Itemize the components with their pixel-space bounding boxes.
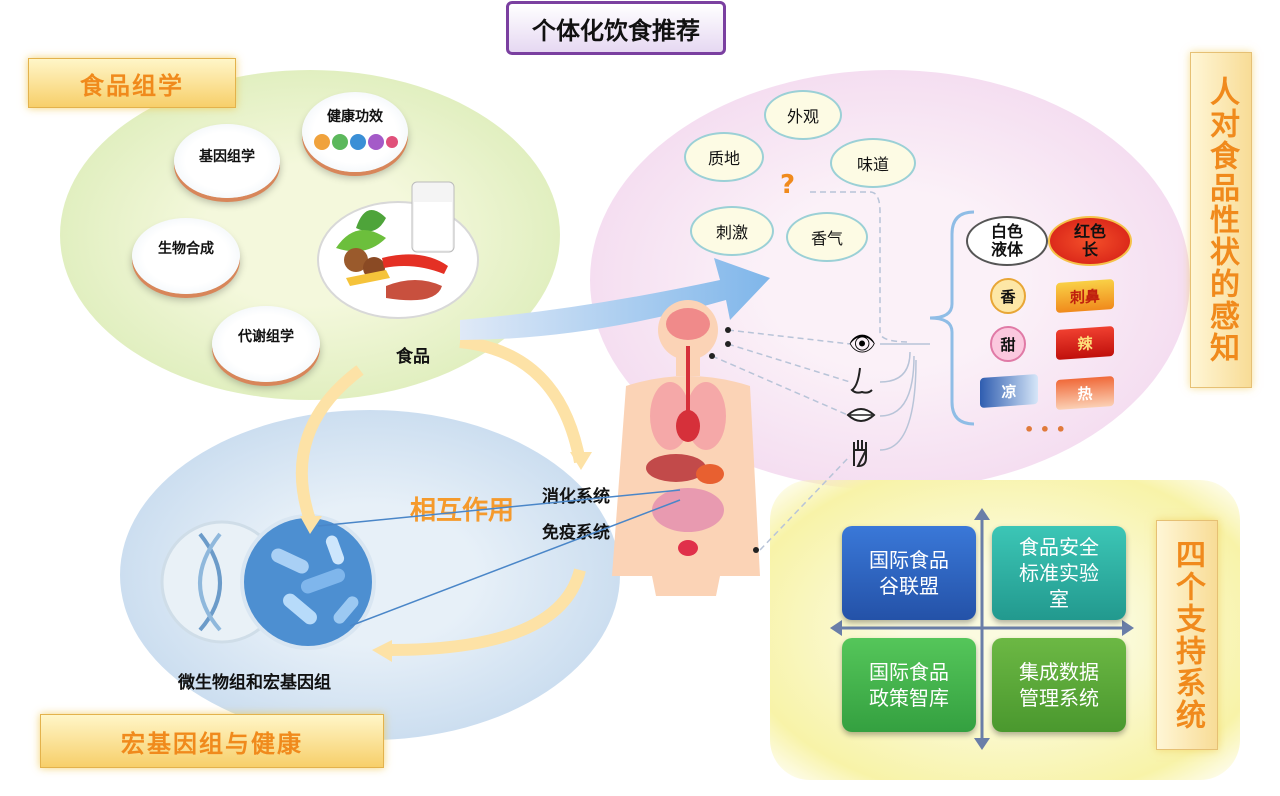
- cloud-stimulus-text: 刺激: [716, 219, 748, 243]
- mouth-icon: [846, 404, 876, 426]
- cloud-taste: 味道: [830, 138, 916, 188]
- trait-fragrant: 香: [990, 278, 1026, 314]
- trait-red-long: 红色 长: [1048, 216, 1132, 266]
- question-mark: ?: [780, 170, 795, 200]
- trait-cool-text: 凉: [1001, 380, 1016, 402]
- cloud-appearance-text: 外观: [787, 103, 819, 127]
- trait-red-long-text: 红色 长: [1074, 223, 1106, 259]
- trait-spicy-text: 辣: [1077, 332, 1092, 354]
- cloud-aroma-text: 香气: [811, 225, 843, 249]
- trait-more: • • •: [1024, 420, 1066, 439]
- trait-cool: 凉: [980, 374, 1038, 408]
- hand-icon: [848, 438, 876, 468]
- cloud-texture-text: 质地: [708, 145, 740, 169]
- trait-hot-text: 热: [1077, 382, 1092, 404]
- cloud-texture: 质地: [684, 132, 764, 182]
- trait-spicy: 辣: [1056, 326, 1114, 360]
- eye-icon: 👁: [848, 332, 876, 357]
- trait-white-liquid: 白色 液体: [966, 216, 1048, 266]
- cloud-stimulus: 刺激: [690, 206, 774, 256]
- trait-fragrant-text: 香: [1000, 286, 1015, 307]
- cloud-appearance: 外观: [764, 90, 842, 140]
- quad-safety-lab: 食品安全 标准实验 室: [992, 526, 1126, 620]
- quad-policy-thinktank-text: 国际食品 政策智库: [869, 659, 949, 711]
- trait-sweet-text: 甜: [1000, 334, 1015, 355]
- quad-data-system: 集成数据 管理系统: [992, 638, 1126, 732]
- cloud-aroma: 香气: [786, 212, 868, 262]
- quad-policy-thinktank: 国际食品 政策智库: [842, 638, 976, 732]
- quad-food-alliance: 国际食品 谷联盟: [842, 526, 976, 620]
- trait-white-liquid-text: 白色 液体: [991, 223, 1023, 259]
- trait-sweet: 甜: [990, 326, 1026, 362]
- cloud-taste-text: 味道: [857, 151, 889, 175]
- trait-pungent: 刺鼻: [1056, 279, 1114, 313]
- quad-data-system-text: 集成数据 管理系统: [1019, 659, 1099, 711]
- quad-food-alliance-text: 国际食品 谷联盟: [869, 547, 949, 599]
- nose-icon: [850, 366, 874, 396]
- trait-pungent-text: 刺鼻: [1070, 284, 1100, 307]
- trait-hot: 热: [1056, 376, 1114, 410]
- quad-safety-lab-text: 食品安全 标准实验 室: [1019, 534, 1099, 612]
